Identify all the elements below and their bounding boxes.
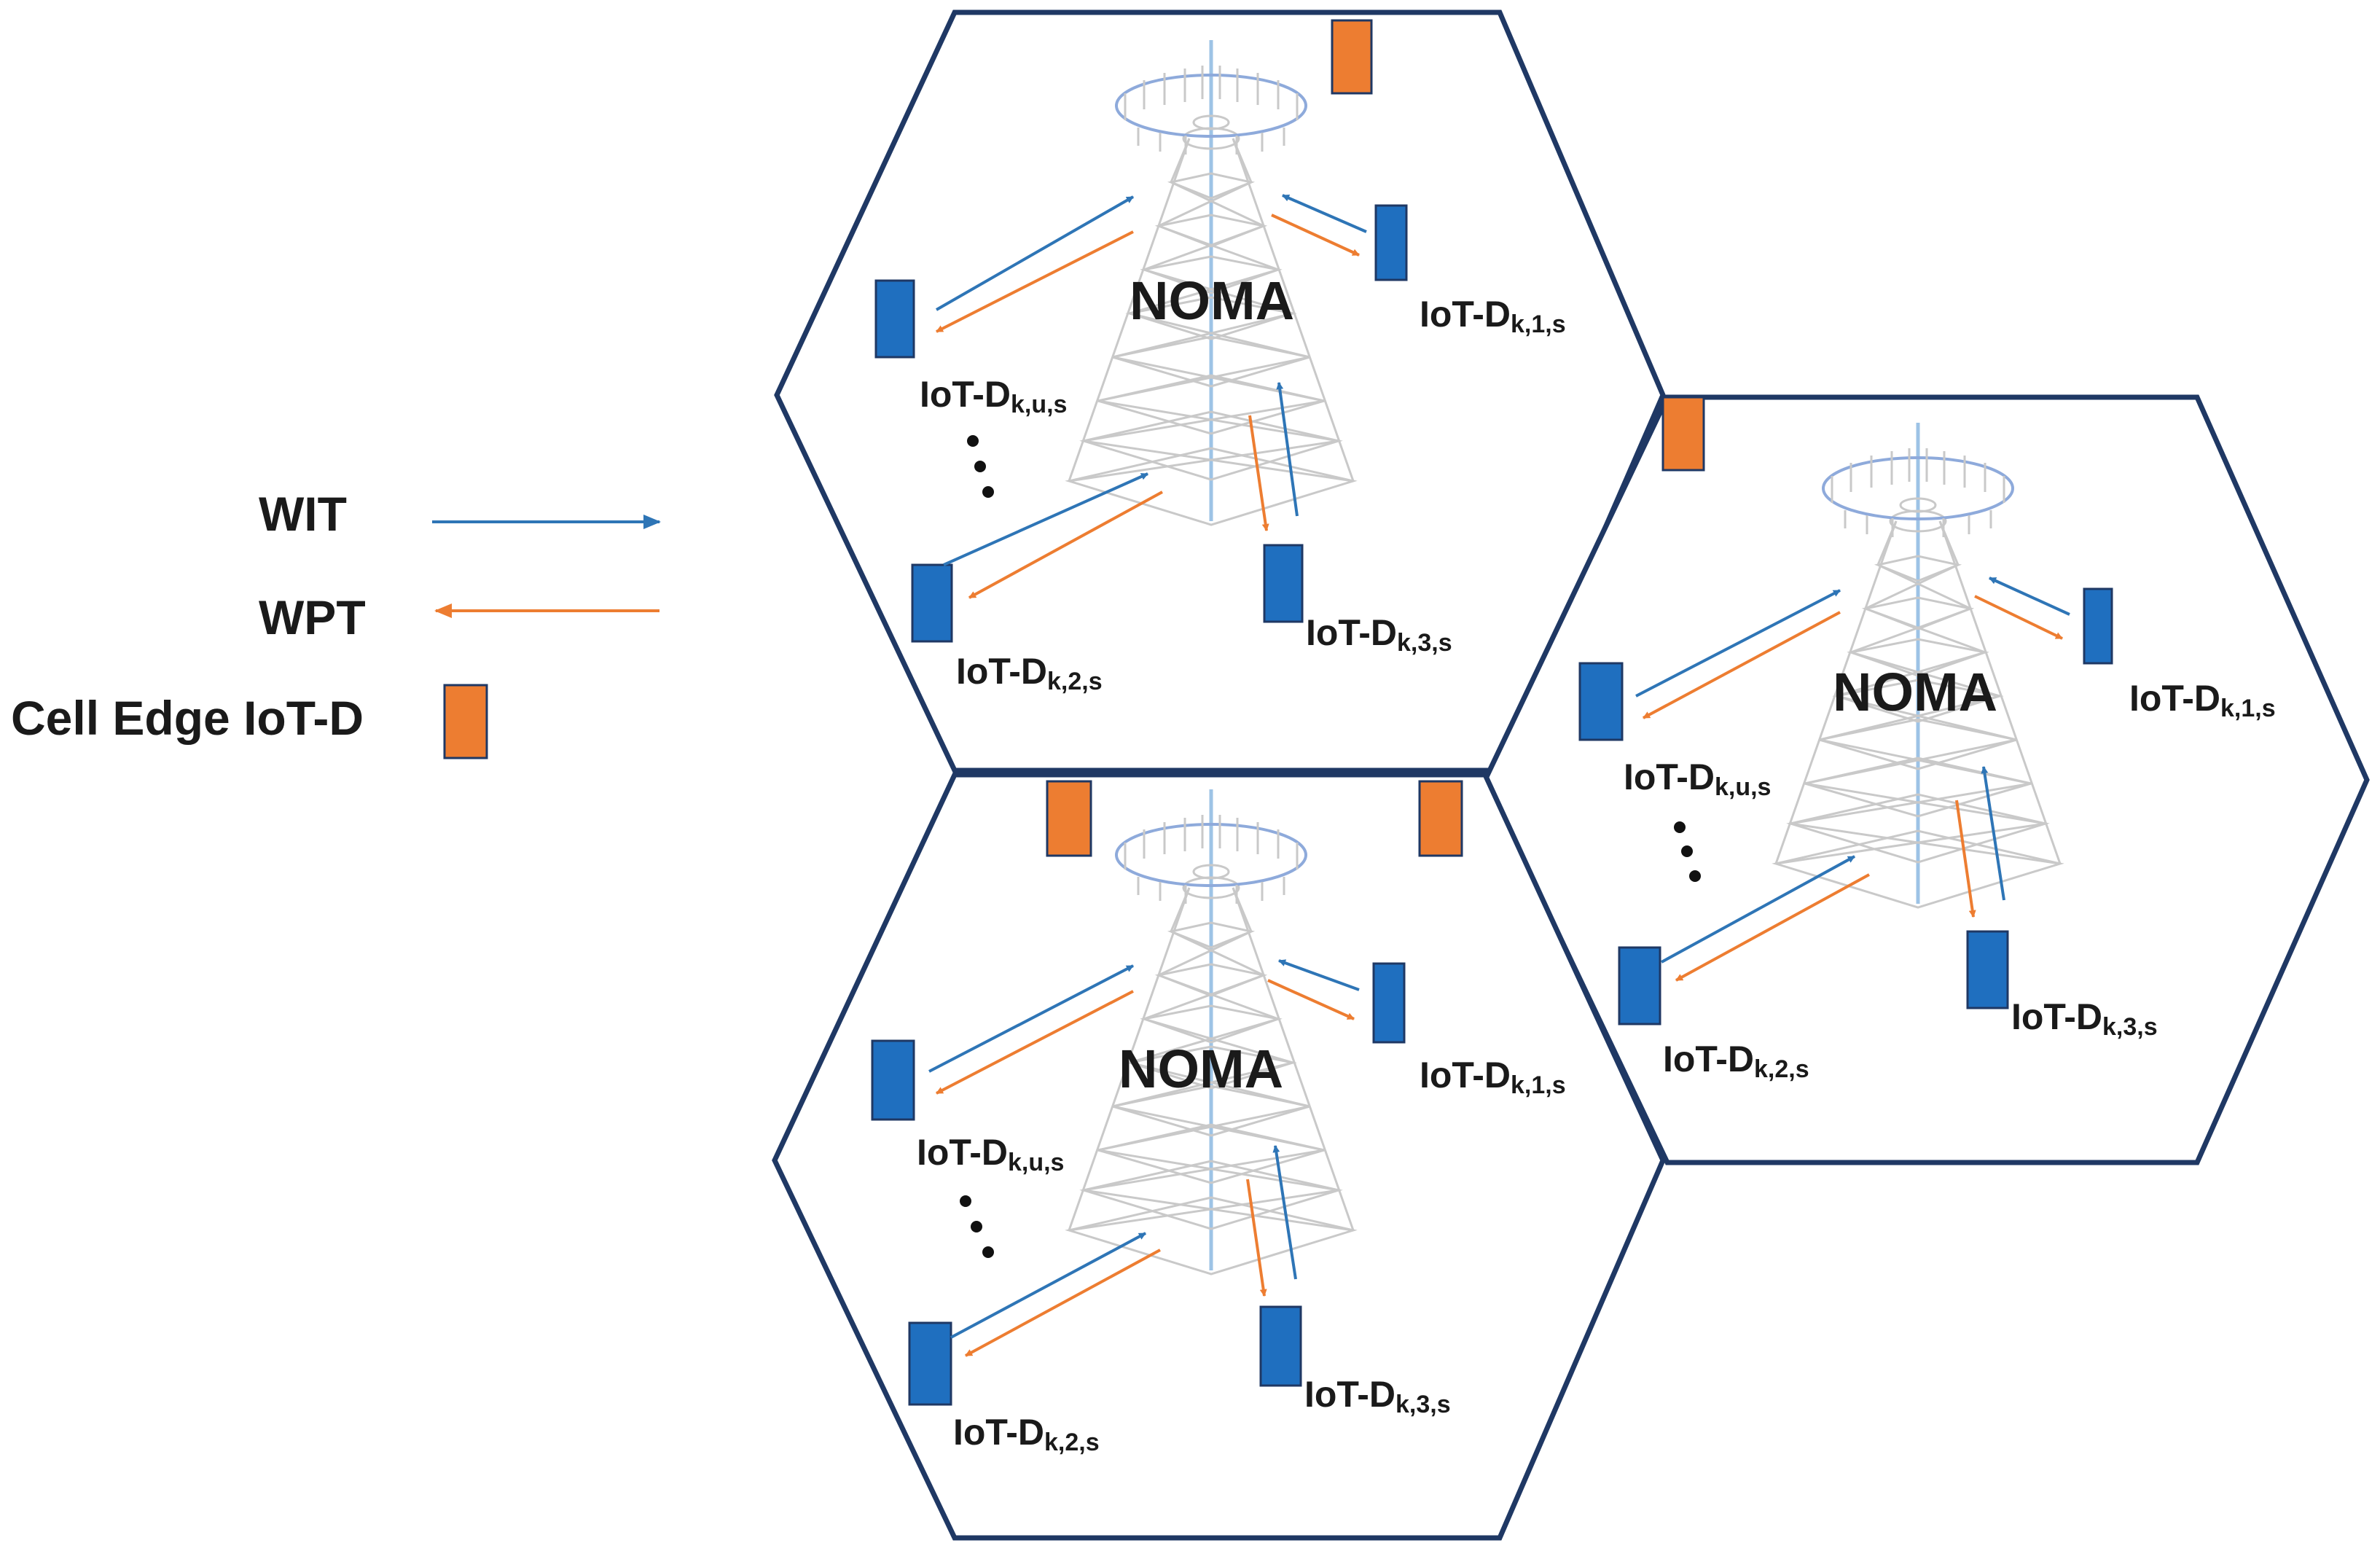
cell-top-device-3-icon	[1263, 544, 1304, 623]
cell-bottom-device-1-icon	[1372, 962, 1406, 1044]
cell-right-device-u-wpt-arrow	[1643, 611, 1841, 719]
cell-right-device-u-icon	[1578, 662, 1624, 741]
cell-bottom-hexagon	[772, 772, 1666, 1541]
cell-top-device-3-wpt-arrow	[1248, 415, 1269, 531]
cell-right-device-2-wit-arrow	[1661, 855, 1855, 964]
cell-bottom-edge-device-icon	[1418, 780, 1463, 857]
cell-top-scheme-label: NOMA	[1130, 270, 1294, 331]
cell-bottom: NOMA IoT-Dk,1,s IoT-Dk,u,s IoT-Dk,2,s Io…	[772, 772, 1666, 1541]
cell-top: NOMA IoT-Dk,1,s IoT-Dk,u,s IoT-Dk,2,s Io…	[774, 9, 1666, 773]
cell-top-device-2-label: IoT-Dk,2,s	[956, 651, 1103, 695]
cell-bottom-device-2-wit-arrow	[950, 1232, 1146, 1339]
cell-bottom-ellipsis-dot	[971, 1221, 982, 1232]
legend-wpt-label: WPT	[259, 590, 366, 644]
cell-top-device-1-label: IoT-Dk,1,s	[1420, 294, 1566, 338]
cell-bottom-device-u-label: IoT-Dk,u,s	[917, 1132, 1064, 1176]
cell-bottom-scheme-label: NOMA	[1119, 1039, 1283, 1099]
cell-top-device-1-wit-arrow	[1282, 194, 1367, 233]
cell-top-device-u-label: IoT-Dk,u,s	[920, 374, 1067, 418]
cell-bottom-device-3-label: IoT-Dk,3,s	[1304, 1374, 1451, 1418]
cell-right-scheme-label: NOMA	[1833, 662, 1997, 722]
cell-right-device-3-label: IoT-Dk,3,s	[2011, 996, 2158, 1041]
cell-right-device-2-wpt-arrow	[1675, 873, 1870, 982]
legend-wit-label: WIT	[259, 487, 347, 541]
cell-top-device-1-icon	[1374, 204, 1408, 281]
cell-right-device-3-wit-arrow	[1981, 766, 2005, 901]
cell-top-device-u-icon	[874, 279, 915, 359]
cell-top-device-3-label: IoT-Dk,3,s	[1306, 612, 1452, 657]
cell-right: NOMA IoT-Dk,1,s IoT-Dk,u,s IoT-Dk,2,s Io…	[1482, 394, 2370, 1165]
cell-top-edge-device-icon	[1331, 19, 1373, 95]
cell-right-device-1-icon	[2083, 587, 2113, 665]
cell-top-device-u-wit-arrow	[936, 195, 1134, 311]
cell-bottom-device-1-wpt-arrow	[1267, 979, 1355, 1020]
cell-top-ellipsis-dot	[974, 461, 986, 472]
cell-top-device-3-wit-arrow	[1276, 382, 1299, 517]
cell-right-device-u-label: IoT-Dk,u,s	[1624, 757, 1771, 801]
cell-right-device-2-label: IoT-Dk,2,s	[1663, 1039, 1809, 1083]
cell-right-device-3-wpt-arrow	[1955, 800, 1976, 918]
cell-bottom-device-u-icon	[871, 1039, 915, 1121]
cell-right-ellipsis-dot	[1674, 821, 1686, 833]
cell-top-device-2-icon	[911, 563, 953, 643]
cell-bottom-device-u-wit-arrow	[928, 964, 1134, 1073]
legend-edge-device-icon	[443, 684, 488, 759]
cell-top-hexagon	[774, 9, 1666, 773]
cell-right-device-2-icon	[1618, 946, 1661, 1025]
cell-bottom-device-2-wpt-arrow	[965, 1249, 1161, 1357]
cell-right-device-1-wit-arrow	[1989, 577, 2070, 616]
cell-right-ellipsis-dot	[1681, 845, 1693, 857]
cell-bottom-edge-device-icon	[1046, 780, 1092, 857]
cell-bottom-ellipsis-dot	[982, 1246, 994, 1258]
cell-top-device-1-wpt-arrow	[1271, 214, 1360, 257]
legend: WIT WPT Cell Edge IoT-D	[11, 487, 661, 759]
cell-bottom-device-2-label: IoT-Dk,2,s	[953, 1412, 1100, 1456]
cell-bottom-device-3-wpt-arrow	[1246, 1179, 1267, 1297]
cell-right-device-u-wit-arrow	[1635, 589, 1841, 698]
cell-top-ellipsis-dot	[982, 486, 994, 498]
cell-right-device-1-wpt-arrow	[1974, 595, 2063, 640]
cell-bottom-device-3-wit-arrow	[1272, 1145, 1297, 1280]
cell-right-ellipsis-dot	[1689, 870, 1701, 882]
cell-right-device-1-label: IoT-Dk,1,s	[2129, 678, 2276, 722]
cell-bottom-device-1-wit-arrow	[1278, 959, 1360, 991]
legend-edge-label: Cell Edge IoT-D	[11, 691, 364, 745]
cell-bottom-device-2-icon	[908, 1321, 952, 1406]
cell-right-device-3-icon	[1966, 930, 2009, 1009]
cell-top-device-2-wit-arrow	[943, 472, 1148, 566]
cell-bottom-device-u-wpt-arrow	[936, 990, 1134, 1095]
cell-top-device-2-wpt-arrow	[968, 491, 1163, 599]
cell-top-device-u-wpt-arrow	[936, 230, 1134, 333]
cell-right-edge-device-icon	[1661, 396, 1705, 472]
cell-bottom-device-3-icon	[1259, 1305, 1302, 1387]
cell-top-ellipsis-dot	[967, 435, 979, 447]
cell-bottom-device-1-label: IoT-Dk,1,s	[1420, 1055, 1566, 1099]
cell-bottom-ellipsis-dot	[960, 1195, 971, 1207]
